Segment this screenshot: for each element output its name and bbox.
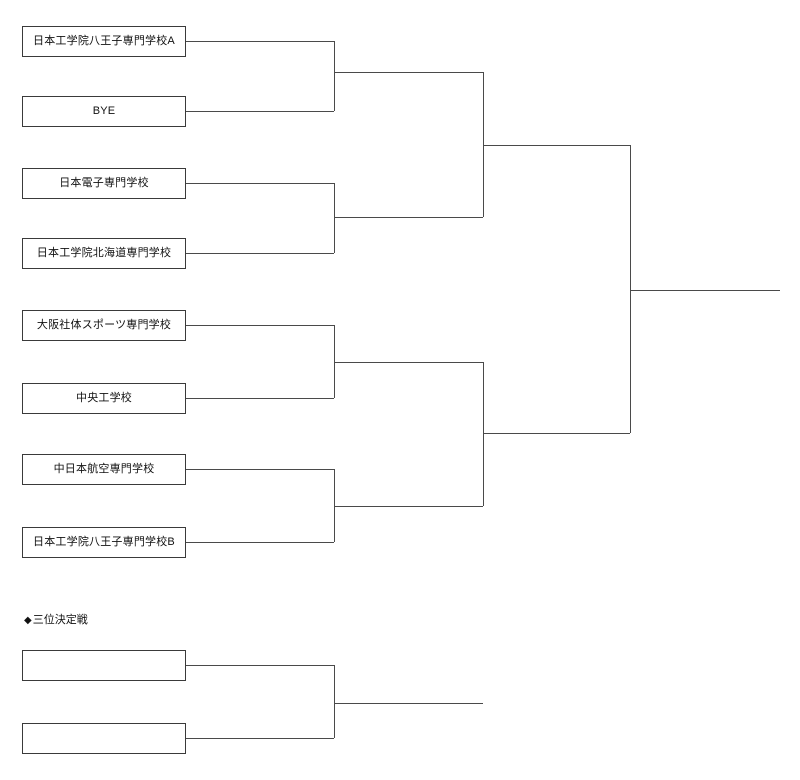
connector-r1-m4-out — [334, 506, 483, 507]
connector-third-bottom — [186, 738, 334, 739]
connector-r1-m3-out — [334, 362, 483, 363]
bracket-slot-2-label: BYE — [92, 105, 116, 117]
bracket-slot-6-label: 中央工学校 — [76, 392, 132, 404]
connector-r2-m1-vertical — [483, 72, 484, 217]
bracket-slot-1-label: 日本工学院八王子専門学校A — [33, 35, 175, 47]
connector-r1-m1-vertical — [334, 41, 335, 111]
bracket-slot-6[interactable]: 中央工学校 — [22, 383, 186, 414]
bracket-slot-5[interactable]: 大阪社体スポーツ専門学校 — [22, 310, 186, 341]
connector-r1-m2-bottom — [186, 253, 334, 254]
connector-r2-m2-vertical — [483, 362, 484, 506]
connector-r1-m2-top — [186, 183, 334, 184]
bracket-slot-4[interactable]: 日本工学院北海道専門学校 — [22, 238, 186, 269]
third-place-heading-label: 三位決定戦 — [32, 614, 88, 626]
bracket-slot-7[interactable]: 中日本航空専門学校 — [22, 454, 186, 485]
connector-r1-m2-vertical — [334, 183, 335, 253]
bracket-slot-3[interactable]: 日本電子専門学校 — [22, 168, 186, 199]
connector-r1-m3-vertical — [334, 325, 335, 398]
bracket-slot-8[interactable]: 日本工学院八王子専門学校B — [22, 527, 186, 558]
third-place-heading: ◆三位決定戦 — [24, 614, 88, 627]
bracket-slot-7-label: 中日本航空専門学校 — [53, 463, 155, 475]
bracket-slot-4-label: 日本工学院北海道専門学校 — [36, 247, 172, 259]
connector-third-out — [334, 703, 483, 704]
diamond-bullet-icon: ◆ — [24, 615, 32, 626]
connector-r1-m2-out — [334, 217, 483, 218]
bracket-slot-5-label: 大阪社体スポーツ専門学校 — [36, 319, 172, 331]
bracket-slot-2[interactable]: BYE — [22, 96, 186, 127]
connector-r1-m4-top — [186, 469, 334, 470]
connector-r1-m3-bottom — [186, 398, 334, 399]
connector-r1-m1-out — [334, 72, 483, 73]
connector-r1-m4-bottom — [186, 542, 334, 543]
bracket-slot-3-label: 日本電子専門学校 — [59, 177, 149, 189]
connector-third-vertical — [334, 665, 335, 738]
connector-r2-m1-out — [483, 145, 630, 146]
connector-r2-m2-out — [483, 433, 630, 434]
third-place-slot-1[interactable] — [22, 650, 186, 681]
connector-final-champion-line — [630, 290, 780, 291]
connector-r1-m1-bottom — [186, 111, 334, 112]
connector-r1-m3-top — [186, 325, 334, 326]
bracket-slot-8-label: 日本工学院八王子専門学校B — [33, 536, 175, 548]
connector-final-vertical — [630, 145, 631, 433]
third-place-slot-2[interactable] — [22, 723, 186, 754]
connector-r1-m4-vertical — [334, 469, 335, 542]
connector-r1-m1-top — [186, 41, 334, 42]
bracket-slot-1[interactable]: 日本工学院八王子専門学校A — [22, 26, 186, 57]
connector-third-top — [186, 665, 334, 666]
